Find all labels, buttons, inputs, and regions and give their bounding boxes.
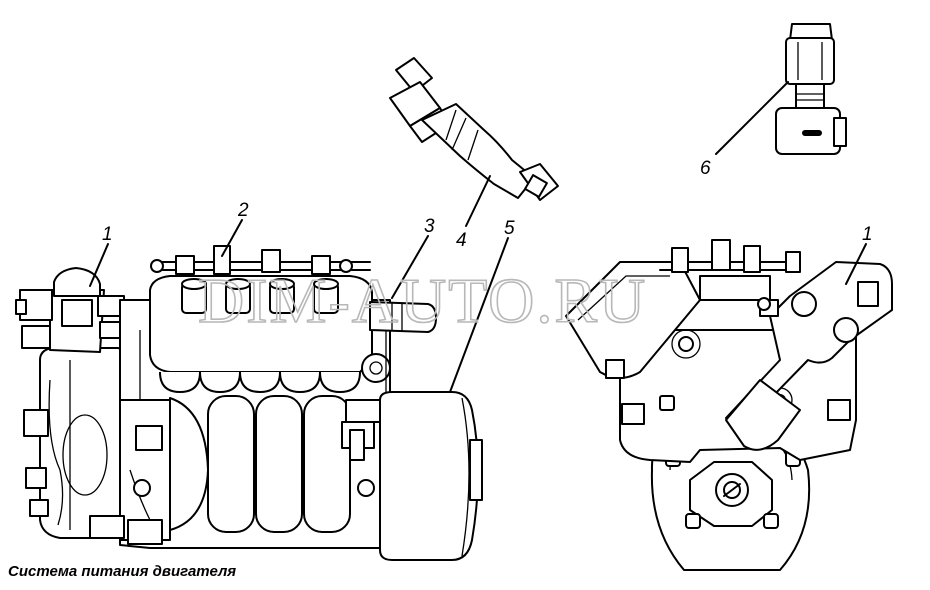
pressure-sensor bbox=[775, 23, 847, 155]
pump-cylinders bbox=[169, 395, 351, 533]
callout-3: 3 bbox=[424, 216, 435, 237]
callout-4: 4 bbox=[456, 230, 467, 251]
callout-1-left: 1 bbox=[102, 224, 113, 245]
watermark: DIM-AUTO.RU bbox=[198, 265, 647, 336]
leader-lines bbox=[89, 81, 867, 393]
callout-1-right: 1 bbox=[862, 224, 873, 245]
callout-6: 6 bbox=[700, 158, 711, 179]
callout-5: 5 bbox=[504, 218, 515, 239]
injection-outlets bbox=[181, 278, 339, 314]
callout-2: 2 bbox=[237, 200, 249, 221]
diagram-caption: Система питания двигателя bbox=[8, 563, 237, 580]
fuel-pump-side-view bbox=[15, 245, 483, 561]
injector-assembly bbox=[389, 57, 559, 201]
fuel-pump-end-view bbox=[565, 239, 893, 571]
drive-coupling bbox=[379, 391, 483, 561]
